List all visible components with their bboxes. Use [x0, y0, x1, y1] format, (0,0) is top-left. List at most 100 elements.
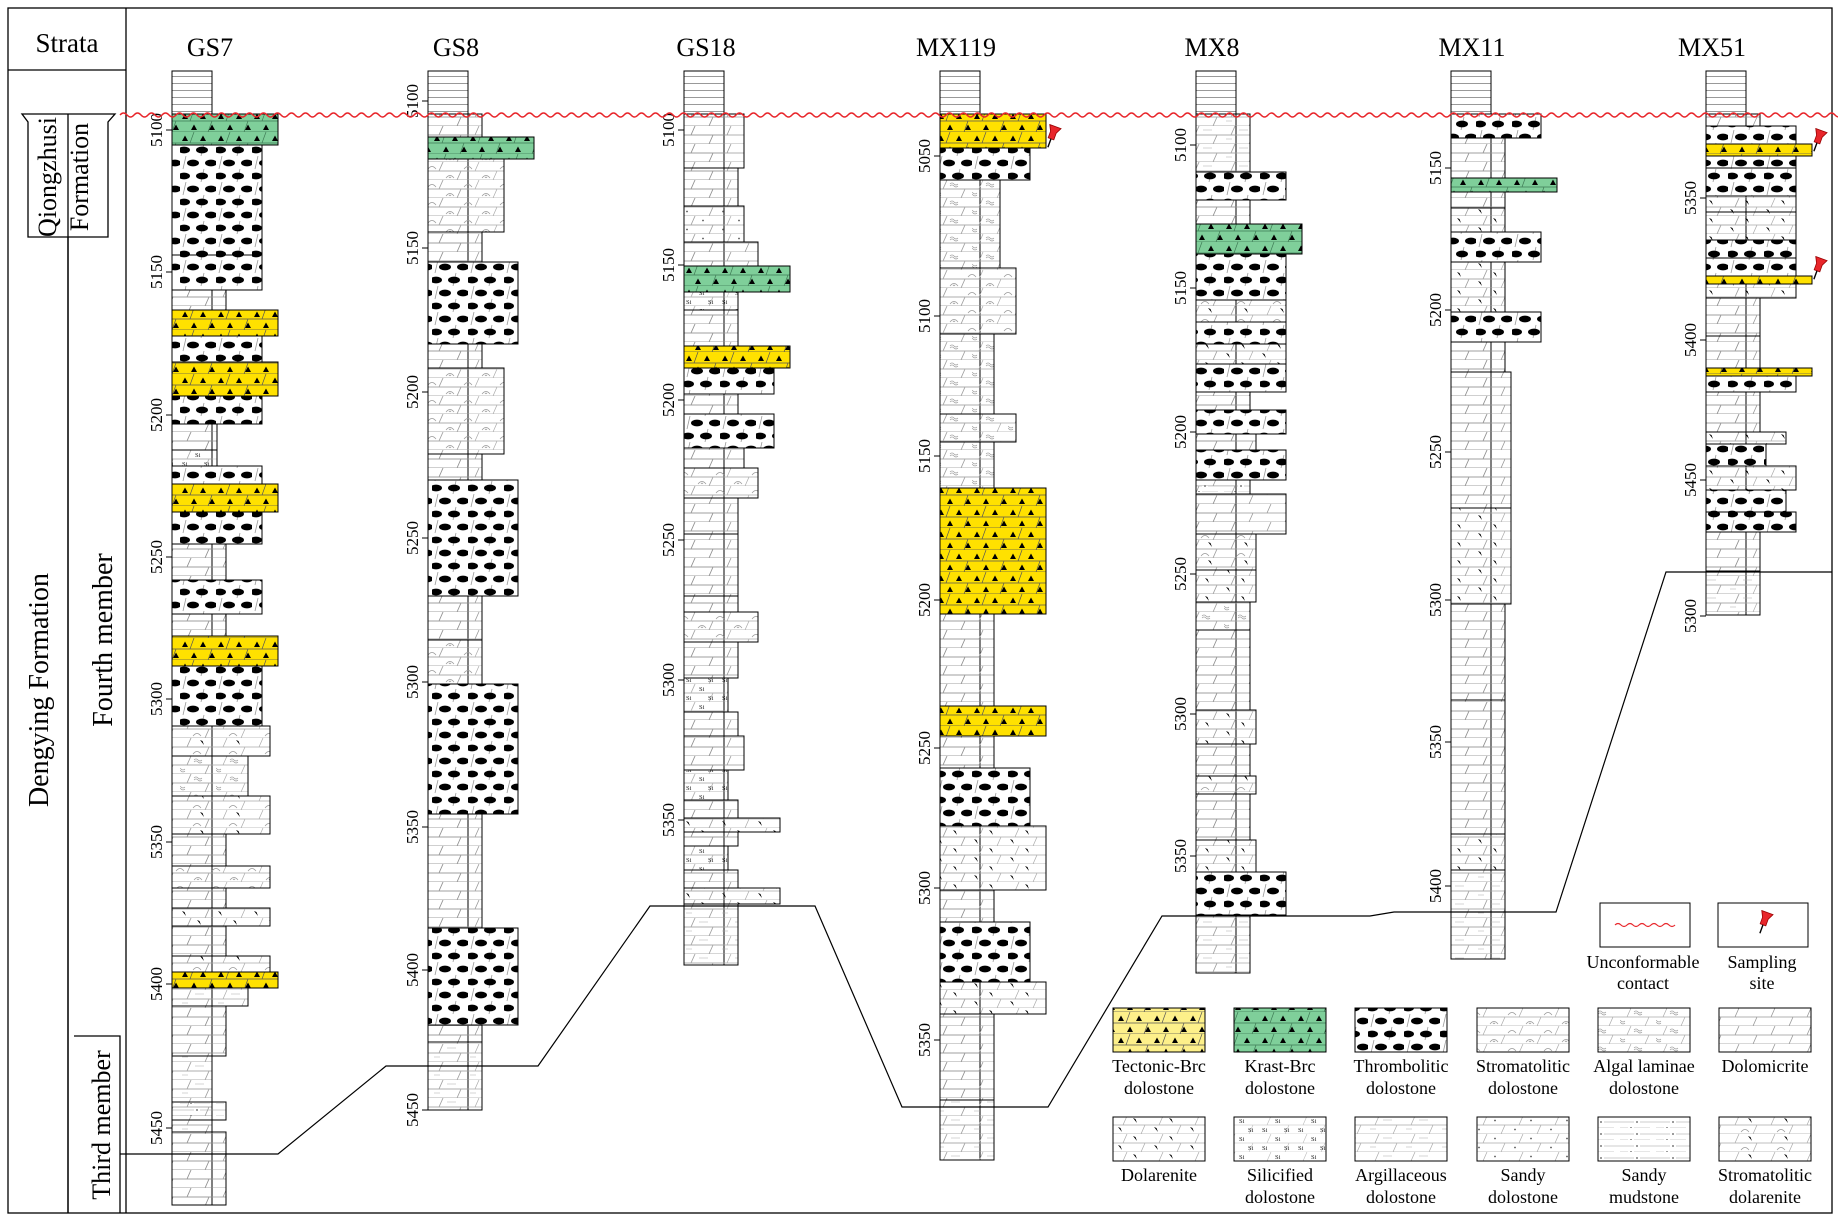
lithology-thrombolitic	[1195, 449, 1287, 481]
lithology-argillaceous	[1195, 914, 1251, 974]
lithology-dolomicrite	[683, 641, 739, 679]
lithology-thrombolitic	[1195, 409, 1287, 435]
lithology-dolomicrite	[1450, 341, 1506, 373]
lithology-dolomicrite	[683, 167, 739, 207]
lithology-thrombolitic	[1195, 871, 1287, 916]
lithology-dolarenite	[939, 981, 1047, 1015]
lithology-dolarenite	[1705, 195, 1797, 213]
lithology-dolarenite	[939, 825, 1047, 891]
lithology-dolomicrite	[1195, 493, 1287, 535]
overlying-shale	[171, 70, 213, 115]
lithology-argillaceous	[683, 903, 739, 966]
lithology-stromatolitic-dolarenite	[171, 725, 271, 757]
lithology-dolarenite	[683, 817, 781, 833]
lithology-thrombolitic	[1450, 311, 1542, 343]
lithology-argillaceous	[171, 987, 249, 1007]
lithology-dolomicrite	[683, 799, 739, 819]
lithology-thrombolitic	[1705, 167, 1797, 197]
lithology-dolarenite	[1705, 211, 1797, 241]
formation-upper-label-2: Formation	[65, 123, 94, 231]
frame	[7, 7, 1833, 1214]
lithology-dolomicrite	[683, 113, 745, 169]
legend-label: Silicified	[1247, 1165, 1313, 1185]
legend-label: Dolomicrite	[1722, 1056, 1809, 1076]
lithology-thrombolitic	[171, 254, 263, 291]
depth-label: 5400	[147, 967, 166, 1001]
lithology-stromatolitic-dolarenite	[1195, 299, 1287, 323]
lithology-thrombolitic	[1195, 253, 1287, 301]
legend-item-dolarenite: Dolarenite	[1112, 1116, 1206, 1185]
depth-label: 5100	[1171, 128, 1190, 162]
lithology-dolomicrite	[939, 613, 995, 707]
lithology-algal-laminae	[171, 755, 249, 797]
pushpin-icon	[1047, 123, 1062, 148]
lithology-silicified	[683, 677, 729, 713]
legend-label: site	[1750, 973, 1775, 993]
lithology-thrombolitic	[1450, 113, 1542, 139]
lithology-dolomicrite	[171, 543, 227, 581]
legend-label: dolostone	[1488, 1078, 1558, 1098]
lithology-thrombolitic	[1450, 231, 1542, 263]
depth-label: 5300	[915, 871, 934, 905]
lithology-thrombolitic	[683, 413, 775, 449]
lithology-dolomicrite	[1195, 629, 1251, 711]
lithology-thrombolitic	[171, 395, 263, 425]
depth-label: 5200	[1426, 293, 1445, 327]
pushpin-icon	[1813, 127, 1828, 152]
lithology-dolomicrite	[683, 497, 739, 535]
lithology-dolomicrite	[1195, 793, 1251, 841]
lithology-dolarenite	[1450, 507, 1512, 605]
lithology-dolomicrite	[1705, 531, 1761, 572]
lithology-dolomicrite	[427, 343, 483, 369]
overlying-shale	[683, 70, 725, 115]
legend-label: dolarenite	[1729, 1187, 1801, 1207]
lithology-dolomicrite	[1450, 371, 1512, 509]
lithology-sandy-mudstone	[1195, 479, 1251, 495]
formation-upper-label-1: Qiongzhusi	[33, 117, 62, 237]
lithology-dolarenite	[1195, 839, 1257, 873]
legend-label: Algal laminae	[1593, 1056, 1694, 1076]
depth-label: 5400	[1426, 869, 1445, 903]
lithology-thrombolitic	[939, 921, 1031, 983]
lithology-dolomicrite	[427, 595, 483, 641]
lithology-dolarenite	[1705, 431, 1787, 445]
lithology-silicified	[683, 291, 739, 311]
depth-label: 5300	[147, 682, 166, 716]
depth-label: 5200	[659, 383, 678, 417]
overlying-shale	[939, 70, 981, 115]
legend-label: Argillaceous	[1355, 1165, 1447, 1185]
lithology-dolarenite	[1450, 207, 1506, 233]
depth-label: 5100	[915, 299, 934, 333]
legend-label: Sandy	[1622, 1165, 1667, 1185]
lithology-thrombolitic	[427, 479, 519, 597]
lithology-thrombolitic	[1195, 171, 1287, 201]
lithology-dolomicrite	[171, 423, 218, 451]
legend-label: Stromatolitic	[1718, 1165, 1812, 1185]
lithology-thrombolitic	[171, 579, 263, 615]
overlying-shale	[1450, 70, 1492, 115]
lithology-dolarenite	[1450, 833, 1506, 871]
lithology-dolomicrite	[683, 533, 739, 597]
lithology-dolomicrite	[1195, 391, 1251, 411]
depth-label: 5200	[915, 583, 934, 617]
lithology-krast-brc	[1195, 223, 1303, 255]
lithology-argillaceous	[171, 1055, 213, 1103]
lithology-argillaceous	[427, 1041, 483, 1111]
lithology-silicified	[171, 449, 218, 467]
lithology-thrombolitic	[427, 261, 519, 345]
lithology-stromatolitic-dolarenite	[171, 955, 271, 973]
lithology-stromatolitic	[427, 367, 505, 455]
lithology-dolomicrite	[1450, 191, 1506, 209]
depth-label: 5300	[1171, 697, 1190, 731]
lithology-stromatolitic-dolarenite	[1195, 775, 1257, 795]
lithology-dolomicrite	[683, 869, 739, 889]
lithology-tectonic-brc	[171, 635, 279, 667]
well-name-mx119: MX119	[916, 33, 996, 62]
legend-label: Dolarenite	[1121, 1165, 1197, 1185]
